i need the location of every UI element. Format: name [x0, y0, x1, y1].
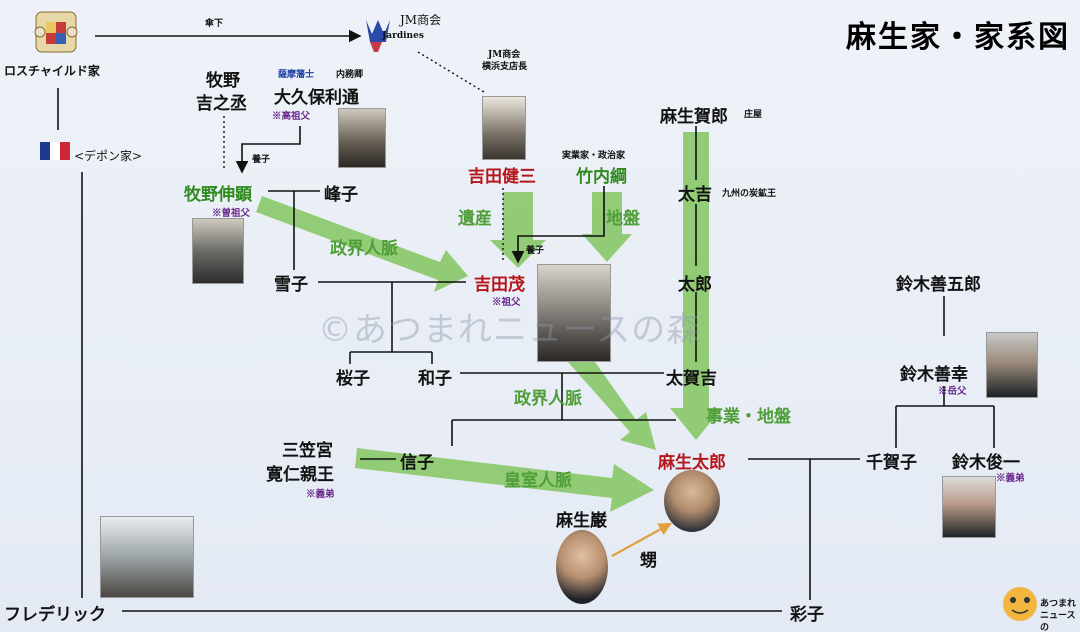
watermark: ©あつまれニュースの森	[318, 310, 702, 350]
atsumare-logo-icon	[1003, 587, 1037, 621]
yoshi-label-1: 養子	[252, 155, 271, 165]
yukiko-label: 雪子	[274, 275, 308, 295]
arrow-label-koshitsu: 皇室人脈	[504, 471, 572, 491]
rothschild-label: ロスチャイルド家	[4, 64, 100, 78]
suzuki-zengoro-label: 鈴木善五郎	[896, 275, 981, 295]
arrow-label-seikai-1: 政界人脈	[330, 239, 398, 259]
diagram-title: 麻生家・家系図	[846, 20, 1070, 55]
makino-photo	[192, 218, 244, 284]
yoshida-shigeru-label: 吉田茂	[474, 275, 525, 295]
suzuki-zenko-label: 鈴木善幸	[900, 365, 968, 385]
mineko-label: 峰子	[324, 185, 358, 205]
jardines-thistle-icon	[366, 20, 390, 52]
suzuki-shunichi-note: ※義弟	[996, 473, 1025, 484]
aso-taro-label: 麻生太郎	[658, 453, 726, 473]
jardines-label: Jardines	[382, 31, 424, 41]
aso-iwao-photo	[556, 530, 608, 604]
sakurako-label: 桜子	[336, 369, 370, 389]
naimukyo-label: 内務卿	[336, 70, 364, 80]
frederick-photo	[100, 516, 194, 598]
ayako-label: 彩子	[790, 605, 824, 625]
makino-kichino-2: 吉之丞	[196, 94, 247, 114]
nobuko-label: 信子	[400, 453, 434, 473]
aso-taro-photo	[664, 470, 720, 532]
arrow-seikai-2	[568, 352, 656, 450]
frederick-label: フレデリック	[4, 605, 106, 625]
suzuki-shunichi-label: 鈴木俊一	[952, 453, 1020, 473]
mikasa-label-1: 三笠宮	[282, 441, 333, 461]
arrow-label-seikai-2: 政界人脈	[514, 389, 582, 409]
suzuki-zenko-photo	[986, 332, 1038, 398]
chikako-label: 千賀子	[866, 453, 917, 473]
sanka-label: 傘下	[205, 19, 224, 29]
makino-kichino-1: 牧野	[206, 71, 240, 91]
logo-text: あつまれ ニュースの	[1040, 599, 1077, 632]
jm-yokohama-label-1: JM商会	[488, 50, 521, 60]
yoshida-note: ※祖父	[492, 297, 521, 308]
depon-label: <デポン家>	[74, 149, 143, 163]
kazuko-label: 和子	[418, 369, 452, 389]
arrow-label-jiban: 地盤	[606, 209, 640, 229]
arrow-jigyo	[670, 132, 722, 440]
yoshida-shigeru-photo	[537, 264, 611, 362]
okubo-photo	[338, 108, 386, 168]
arrow-label-isan: 遺産	[458, 209, 492, 229]
makino-nobuaki-label: 牧野伸顕	[184, 185, 252, 205]
okubo-note: ※高祖父	[272, 111, 311, 122]
french-flag	[40, 142, 70, 160]
suzuki-shunichi-photo	[942, 476, 996, 538]
taro-grand-label: 太郎	[678, 275, 712, 295]
mikasa-label-2: 寛仁親王	[266, 465, 334, 485]
kyushu-label: 九州の炭鉱王	[722, 189, 777, 199]
suzuki-zenko-note: ※岳父	[938, 386, 967, 397]
jitsugyo-label: 実業家・政治家	[562, 151, 626, 161]
oi-label: 甥	[640, 551, 657, 571]
arrow-isan	[490, 192, 546, 268]
tagakichi-label: 太賀吉	[666, 369, 717, 389]
okubo-label: 大久保利通	[274, 88, 359, 108]
yoshi-label-2: 養子	[526, 246, 545, 256]
satsuma-label: 薩摩藩士	[278, 70, 315, 80]
arrow-seikai-1	[256, 196, 468, 292]
yoshida-kenzo-label: 吉田健三	[468, 167, 536, 187]
aso-iwao-label: 麻生巌	[556, 511, 607, 531]
arrow-jiban	[582, 192, 632, 262]
jm-yokohama-label-2: 横浜支店長	[482, 62, 528, 72]
jm-label: JM商会	[400, 13, 442, 27]
yoshida-kenzo-photo	[482, 96, 526, 160]
shoya-label: 庄屋	[744, 110, 763, 120]
aso-kajiro-label: 麻生賀郎	[660, 107, 728, 127]
arrow-koshitsu	[355, 448, 654, 512]
takichi-label: 太吉	[678, 185, 712, 205]
makino-note: ※曽祖父	[212, 208, 251, 219]
rothschild-crest-icon	[34, 11, 78, 53]
arrow-label-jigyo: 事業・地盤	[706, 407, 791, 427]
mikasa-note: ※義弟	[306, 489, 335, 500]
takeuchi-label: 竹内綱	[576, 167, 627, 187]
